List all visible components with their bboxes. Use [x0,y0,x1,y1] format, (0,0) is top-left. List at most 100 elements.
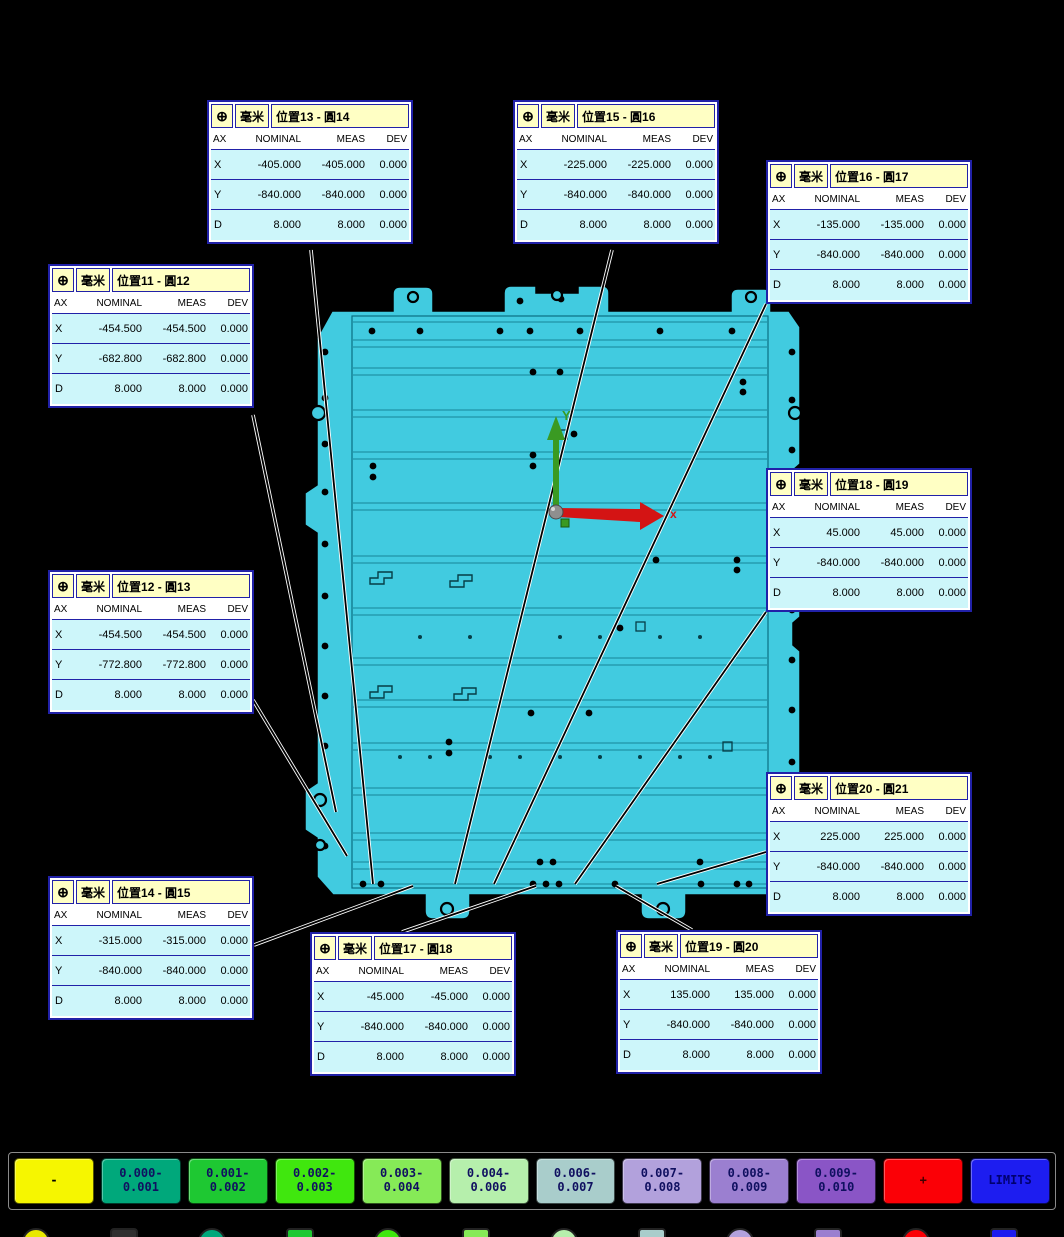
measured-value: -840.000 [627,188,671,201]
y-axis-label: Y [562,408,571,423]
column-headers: AX NOMINAL MEAS DEV [52,294,250,314]
nominal-value: 225.000 [820,830,860,843]
column-header-dev: DEV [945,502,966,513]
nominal-value: -840.000 [666,1018,710,1031]
hole [321,642,329,650]
hole [745,880,753,888]
measurement-callout[interactable]: ⊕ 毫米 位置12 - 圓13 AX NOMINAL MEAS DEV X-45… [48,570,254,714]
measured-value: 8.000 [896,891,924,903]
legend-item[interactable]: 0.003- 0.004 [361,1158,442,1204]
callout-title: 位置11 - 圓12 [112,268,250,292]
column-header-dev: DEV [386,134,407,145]
hole [496,327,504,335]
hole [445,749,453,757]
axis-label: Y [317,1020,325,1033]
bracket-feature [369,571,393,585]
hole [368,327,376,335]
cutoff-icon [990,1228,1018,1237]
hole [656,327,664,335]
legend-item[interactable]: 0.002- 0.003 [274,1158,355,1204]
measured-value: -840.000 [424,1020,468,1033]
position-tolerance-icon: ⊕ [770,472,792,496]
hole [556,368,564,376]
column-header-ax: AX [519,134,533,145]
axis-label: Y [773,248,781,261]
deviation-value: 0.000 [938,587,966,599]
nominal-value: 135.000 [670,988,710,1001]
leader-line [253,885,414,946]
measurement-callout[interactable]: ⊕ 毫米 位置15 - 圓16 AX NOMINAL MEAS DEV X-22… [513,100,719,244]
measurement-callout[interactable]: ⊕ 毫米 位置13 - 圓14 AX NOMINAL MEAS DEV X-40… [207,100,413,244]
axis-label: D [55,383,63,395]
legend-item[interactable]: 0.008- 0.009 [709,1158,790,1204]
axis-label: Y [520,188,528,201]
axis-label: D [317,1051,325,1063]
callout-title: 位置18 - 圓19 [830,472,968,496]
unit-label: 毫米 [76,880,111,904]
hole [616,624,624,632]
measurement-callout[interactable]: ⊕ 毫米 位置16 - 圓17 AX NOMINAL MEAS DEV X-13… [766,160,972,304]
legend-item[interactable]: 0.004- 0.006 [448,1158,529,1204]
legend-item[interactable]: 0.001- 0.002 [187,1158,268,1204]
x-axis-label: x [670,507,677,521]
hole [529,462,537,470]
legend-item[interactable]: 0.000- 0.001 [100,1158,181,1204]
column-header-ax: AX [54,910,68,921]
axis-label: X [317,990,325,1003]
leader-line [252,414,337,813]
hole [416,327,424,335]
deviation-value: 0.000 [938,526,966,539]
column-header-ax: AX [622,964,636,975]
bolt-hole [550,288,564,302]
axis-label: X [55,934,63,947]
nominal-value: -840.000 [816,248,860,261]
hole [733,880,741,888]
measurement-callout[interactable]: ⊕ 毫米 位置11 - 圓12 AX NOMINAL MEAS DEV X-45… [48,264,254,408]
nominal-value: -225.000 [563,158,607,171]
column-header-ax: AX [54,298,68,309]
cutoff-icon [638,1228,666,1237]
callout-title: 位置17 - 圓18 [374,936,512,960]
column-header-meas: MEAS [177,910,206,921]
position-tolerance-icon: ⊕ [52,574,74,598]
legend-item[interactable]: - [14,1158,94,1204]
deviation-value: 0.000 [938,891,966,903]
hole [321,440,329,448]
measurement-callout[interactable]: ⊕ 毫米 位置14 - 圓15 AX NOMINAL MEAS DEV X-31… [48,876,254,1020]
callout-header: ⊕ 毫米 位置11 - 圓12 [52,268,250,292]
small-hole [678,755,682,759]
axis-label: D [773,279,781,291]
legend-item[interactable]: LIMITS [970,1158,1051,1204]
legend-item[interactable]: 0.009- 0.010 [796,1158,877,1204]
legend-item[interactable]: + [883,1158,964,1204]
position-tolerance-icon: ⊕ [620,934,642,958]
leader-line [574,611,767,885]
measurement-callout[interactable]: ⊕ 毫米 位置17 - 圓18 AX NOMINAL MEAS DEV X-45… [310,932,516,1076]
deviation-value: 0.000 [938,279,966,291]
callout-header: ⊕ 毫米 位置20 - 圓21 [770,776,968,800]
deviation-value: 0.000 [482,1020,510,1033]
legend-item[interactable]: 0.006- 0.007 [535,1158,616,1204]
column-header-nominal: NOMINAL [814,194,860,205]
axis-label: D [214,219,222,231]
legend-item[interactable]: 0.007- 0.008 [622,1158,703,1204]
hole [788,706,796,714]
hole [739,388,747,396]
deviation-value: 0.000 [379,219,407,231]
axis-label: X [55,628,63,641]
